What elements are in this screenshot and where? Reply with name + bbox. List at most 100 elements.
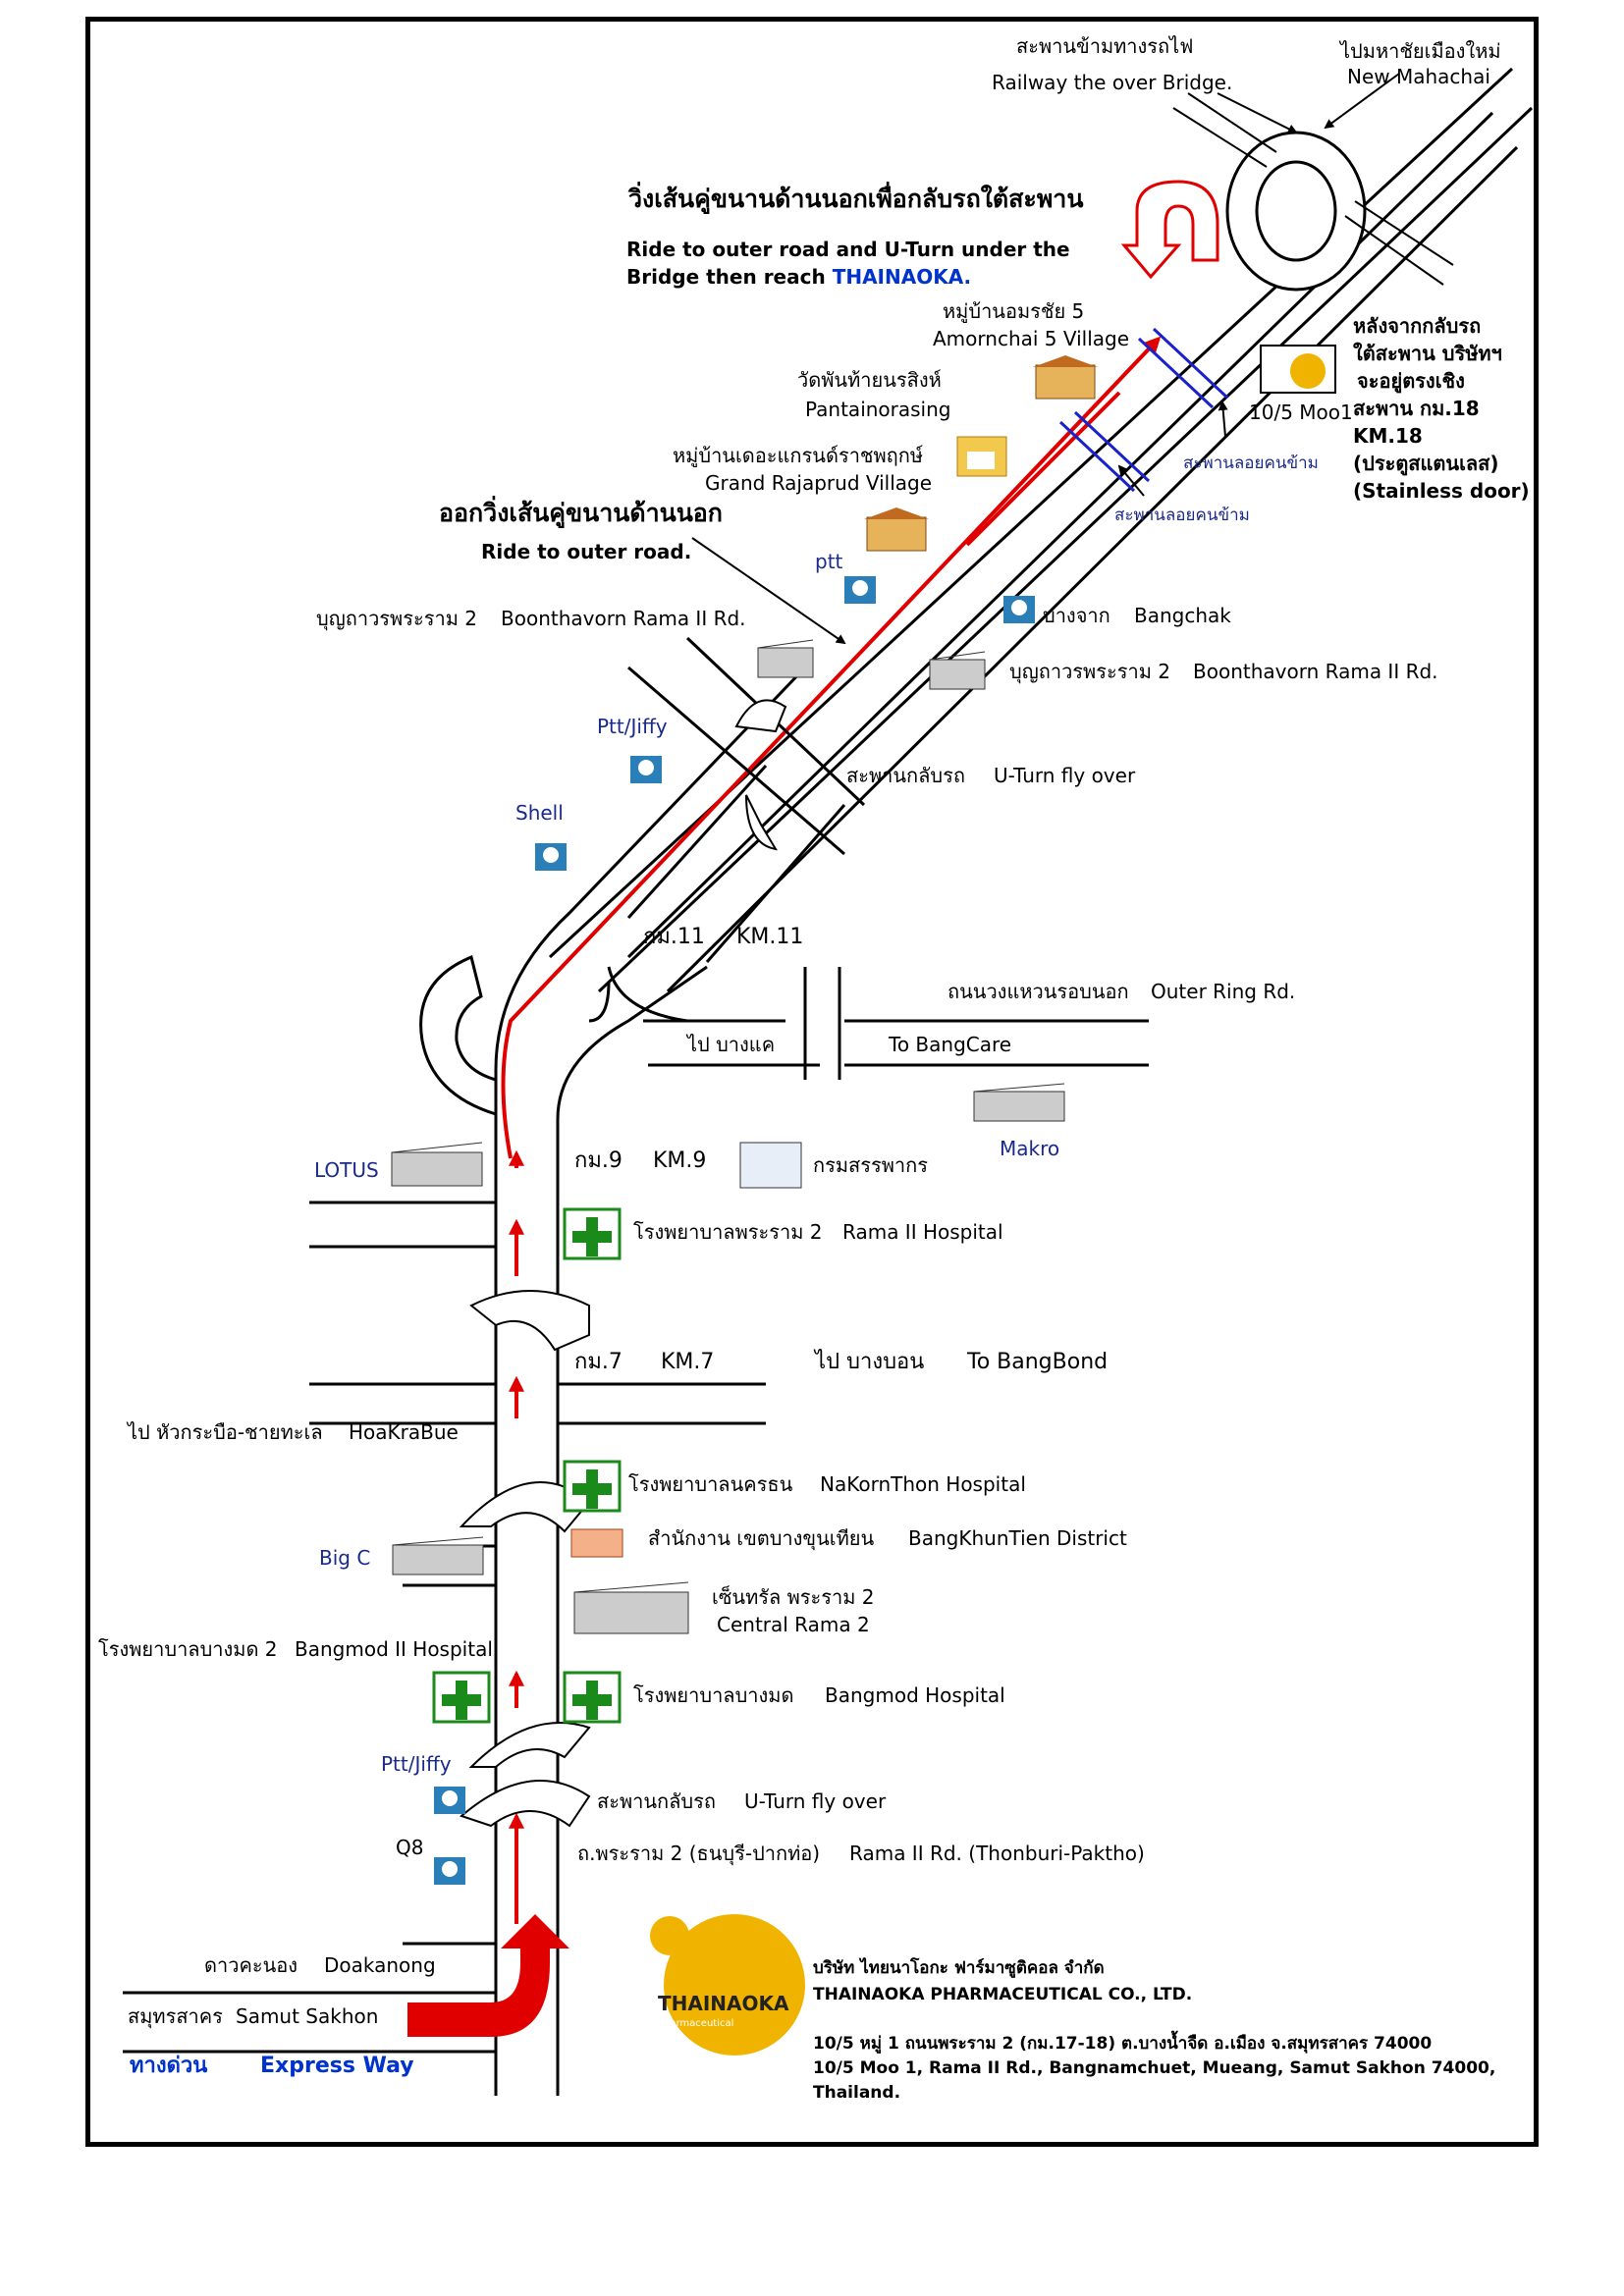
daokanong-th: ดาวคะนอง (204, 1953, 298, 1977)
store-building-icon-2 (929, 651, 986, 690)
stainless-th: (ประตูสแตนเลส) (1353, 452, 1499, 475)
gas-station-icon-bangchak (1003, 596, 1035, 623)
bigc-building-icon (392, 1536, 484, 1575)
uturn-flyover1-en: U-Turn fly over (994, 764, 1136, 787)
nakornthon-en: NaKornThon Hospital (820, 1472, 1026, 1496)
district-office-icon (570, 1528, 623, 1558)
lotus-label: LOTUS (314, 1158, 379, 1182)
bigc-label: Big C (319, 1546, 371, 1570)
railway-tracks (1172, 92, 1454, 286)
pointer-arrows (691, 73, 1400, 645)
after-uturn-3: จะอยู่ตรงเชิง (1357, 369, 1465, 393)
grand-en: Grand Rajaprud Village (705, 471, 933, 495)
thainaoka-logo-icon: THAINAOKA Pharmaceutical (650, 1914, 805, 2056)
rama2-road-south (494, 1070, 560, 2096)
route-line (501, 336, 1162, 1159)
village-house-icon (1033, 355, 1098, 400)
railway-bridge-en: Railway the over Bridge. (992, 71, 1233, 94)
company-name-en: THAINAOKA PHARMACEUTICAL CO., LTD. (813, 1985, 1193, 2004)
central-th: เซ็นทรัล พระราม 2 (712, 1585, 875, 1609)
uturn-flyover2-th: สะพานกลับรถ (597, 1789, 716, 1813)
village-house-icon-2 (864, 507, 929, 552)
company-address-en-1: 10/5 Moo 1, Rama II Rd., Bangnamchuet, M… (813, 2058, 1496, 2078)
bangkhuntien-en: BangKhunTien District (908, 1526, 1127, 1550)
boonthavorn2-en: Boonthavorn Rama II Rd. (1193, 660, 1438, 683)
to-mahachai-th: ไปมหาชัยเมืองใหม่ (1340, 39, 1501, 63)
to-bangkae-th: ไป บางแค (687, 1033, 776, 1056)
makro-building-icon (973, 1083, 1065, 1122)
company-address-en-2: Thailand. (813, 2083, 901, 2103)
to-mahachai-en: New Mahachai (1347, 65, 1490, 88)
km18: KM.18 (1353, 424, 1423, 448)
gas-station-icon-shell (535, 843, 567, 871)
pantai-en: Pantainorasing (805, 398, 951, 421)
km7-th: กม.7 (574, 1350, 623, 1374)
expressway-red-arrow (407, 1914, 569, 2037)
outer-ring-en: Outer Ring Rd. (1151, 980, 1296, 1003)
hospital-icon-bangmod2 (432, 1671, 491, 1724)
boonthavorn1-th: บุญถาวรพระราม 2 (316, 607, 477, 630)
store-building-icon-1 (757, 639, 814, 678)
central-building-icon (573, 1581, 689, 1634)
hoakrabue-en: HoaKraBue (349, 1420, 459, 1444)
bangchak-en: Bangchak (1134, 604, 1231, 627)
outer-uturn-en-1: Ride to outer road and U-Turn under the (626, 238, 1070, 261)
expressway-th: ทางด่วน (130, 2054, 208, 2078)
svg-text:THAINAOKA: THAINAOKA (658, 1992, 789, 2015)
after-uturn-1: หลังจากกลับรถ (1353, 314, 1482, 338)
to-bangbon-th: ไป บางบอน (815, 1350, 925, 1374)
q8-label: Q8 (396, 1836, 424, 1859)
hospital-icon-bangmod (563, 1671, 622, 1724)
samut-en: Samut Sakhon (236, 2004, 379, 2028)
outer-road-en: Ride to outer road. (481, 540, 692, 563)
company-name-th: บริษัท ไทยนาโอกะ ฟาร์มาซูติคอล จำกัด (813, 1958, 1105, 1978)
outer-uturn-en-2-line: Bridge then reach THAINAOKA. (626, 265, 971, 289)
amornchai-en: Amornchai 5 Village (933, 327, 1130, 350)
pantai-th: วัดพันท้ายนรสิงห์ (797, 368, 942, 392)
to-bangcare-en: To BangCare (889, 1033, 1012, 1056)
lotus-building-icon (391, 1142, 483, 1187)
rama2-rd-th: ถ.พระราม 2 (ธนบุรี-ปากท่อ) (577, 1842, 821, 1865)
revenue-building-icon (739, 1142, 802, 1189)
expressway-en: Express Way (260, 2054, 414, 2078)
company-building-icon (1260, 345, 1336, 394)
temple-icon (956, 436, 1007, 477)
km11-en: KM.11 (736, 925, 804, 949)
km11-th: กม.11 (643, 925, 705, 949)
bangmod-th: โรงพยาบาลบางมด (633, 1683, 794, 1707)
ptt-jiffy-1: Ptt/Jiffy (597, 715, 668, 738)
revenue-dept: กรมสรรพากร (813, 1153, 928, 1177)
bangmod2-en: Bangmod II Hospital (295, 1637, 493, 1661)
central-en: Central Rama 2 (717, 1613, 870, 1636)
svg-text:Pharmaceutical: Pharmaceutical (658, 2018, 733, 2029)
hospital-icon-nakornthon (563, 1460, 622, 1513)
outer-uturn-brand: THAINAOKA. (832, 265, 972, 289)
map-frame (85, 17, 1539, 2147)
to-bangbon-en: To BangBond (967, 1350, 1109, 1374)
uturn-arrows (459, 699, 787, 1828)
railway-bridge-th: สะพานข้ามทางรถไฟ (1016, 34, 1194, 58)
bangmod-en: Bangmod Hospital (825, 1683, 1005, 1707)
rama2-hosp-th: โรงพยาบาลพระราม 2 (633, 1220, 823, 1244)
rama2-road-curve (494, 666, 807, 1120)
company-address-th: 10/5 หมู่ 1 ถนนพระราม 2 (กม.17-18) ต.บาง… (813, 2034, 1433, 2054)
uturn-flyover2-en: U-Turn fly over (744, 1789, 887, 1813)
outer-uturn-en-2: Bridge then reach (626, 265, 826, 289)
after-uturn-4: สะพาน กม.18 (1353, 397, 1480, 420)
rama2-hosp-en: Rama II Hospital (842, 1220, 1003, 1244)
makro-label: Makro (1000, 1137, 1060, 1160)
nakornthon-th: โรงพยาบาลนครธน (628, 1472, 793, 1496)
uturn-flyover1-th: สะพานกลับรถ (846, 764, 965, 787)
shell-label: Shell (515, 801, 564, 825)
footbridge-label-2: สะพานลอยคนข้าม (1114, 506, 1250, 525)
km7-en: KM.7 (661, 1350, 715, 1374)
gas-station-icon-q8 (434, 1857, 465, 1885)
km9-th: กม.9 (574, 1148, 623, 1173)
rama2-rd-en: Rama II Rd. (Thonburi-Paktho) (849, 1842, 1145, 1865)
samut-th: สมุทรสาคร (128, 2004, 223, 2028)
ptt-jiffy-2: Ptt/Jiffy (381, 1752, 452, 1776)
boonthavorn1-en: Boonthavorn Rama II Rd. (501, 607, 746, 630)
footbridge-label-1: สะพานลอยคนข้าม (1183, 454, 1319, 473)
moo1: 10/5 Moo1 (1249, 400, 1353, 424)
